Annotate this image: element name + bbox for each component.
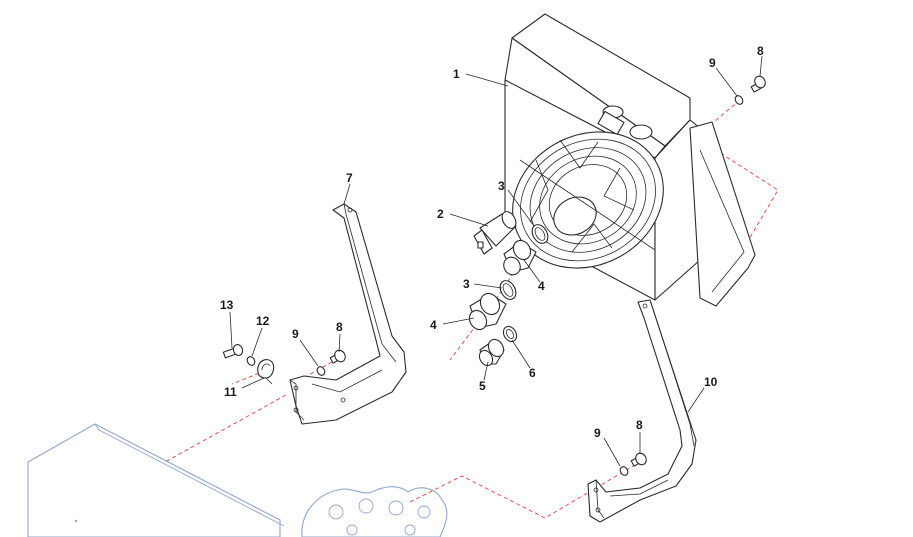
callout-labels: 1 2 3 3 4 4 5 6 7 8 8 8 9 9 9 10 11 12 1…	[220, 44, 764, 440]
callout-10: 10	[704, 375, 718, 389]
callout-4-upper: 4	[538, 279, 545, 293]
part-10-right-bracket	[587, 299, 697, 523]
callout-3-lower: 3	[463, 277, 470, 291]
part-3-o-ring-upper	[531, 224, 549, 244]
part-9-washer-left	[316, 366, 326, 376]
part-9-washer-right	[619, 466, 629, 476]
part-7-left-bracket	[289, 203, 407, 425]
part-4-fitting-lower	[468, 292, 507, 331]
callout-8-left: 8	[336, 320, 343, 334]
part-6-seal	[502, 325, 518, 343]
part-2-temperature-switch	[473, 211, 517, 255]
callout-12: 12	[256, 314, 270, 328]
part-8-bolt-right	[630, 452, 647, 467]
part-5-plug	[478, 338, 505, 367]
callout-4-lower: 4	[430, 318, 437, 332]
part-4-fitting-upper	[503, 239, 537, 276]
part-12-washer	[246, 356, 256, 366]
part-13-bolt	[222, 344, 244, 359]
part-8-bolt-top-right	[750, 75, 766, 93]
callout-7: 7	[346, 171, 353, 185]
part-9-washer-top-right	[734, 95, 744, 105]
callout-8-top-right: 8	[757, 44, 764, 58]
part-11-hose-clamp	[257, 359, 275, 385]
callout-9-right: 9	[594, 426, 601, 440]
part-1-cooler-assembly	[504, 13, 756, 307]
callout-9-left: 9	[292, 327, 299, 341]
part-8-bolt-left	[329, 349, 346, 364]
callout-2: 2	[437, 207, 444, 221]
reference-chain-links	[301, 486, 448, 537]
part-3-o-ring-lower	[499, 280, 517, 300]
callout-13: 13	[220, 298, 234, 312]
callout-8-right: 8	[636, 418, 643, 432]
callout-3-upper: 3	[498, 179, 505, 193]
callout-5: 5	[479, 379, 486, 393]
callout-9-top-right: 9	[709, 56, 716, 70]
reference-housing	[27, 423, 285, 537]
callout-6: 6	[529, 366, 536, 380]
leader-lines	[229, 55, 763, 467]
callout-11: 11	[224, 385, 237, 399]
callout-1: 1	[453, 67, 460, 81]
